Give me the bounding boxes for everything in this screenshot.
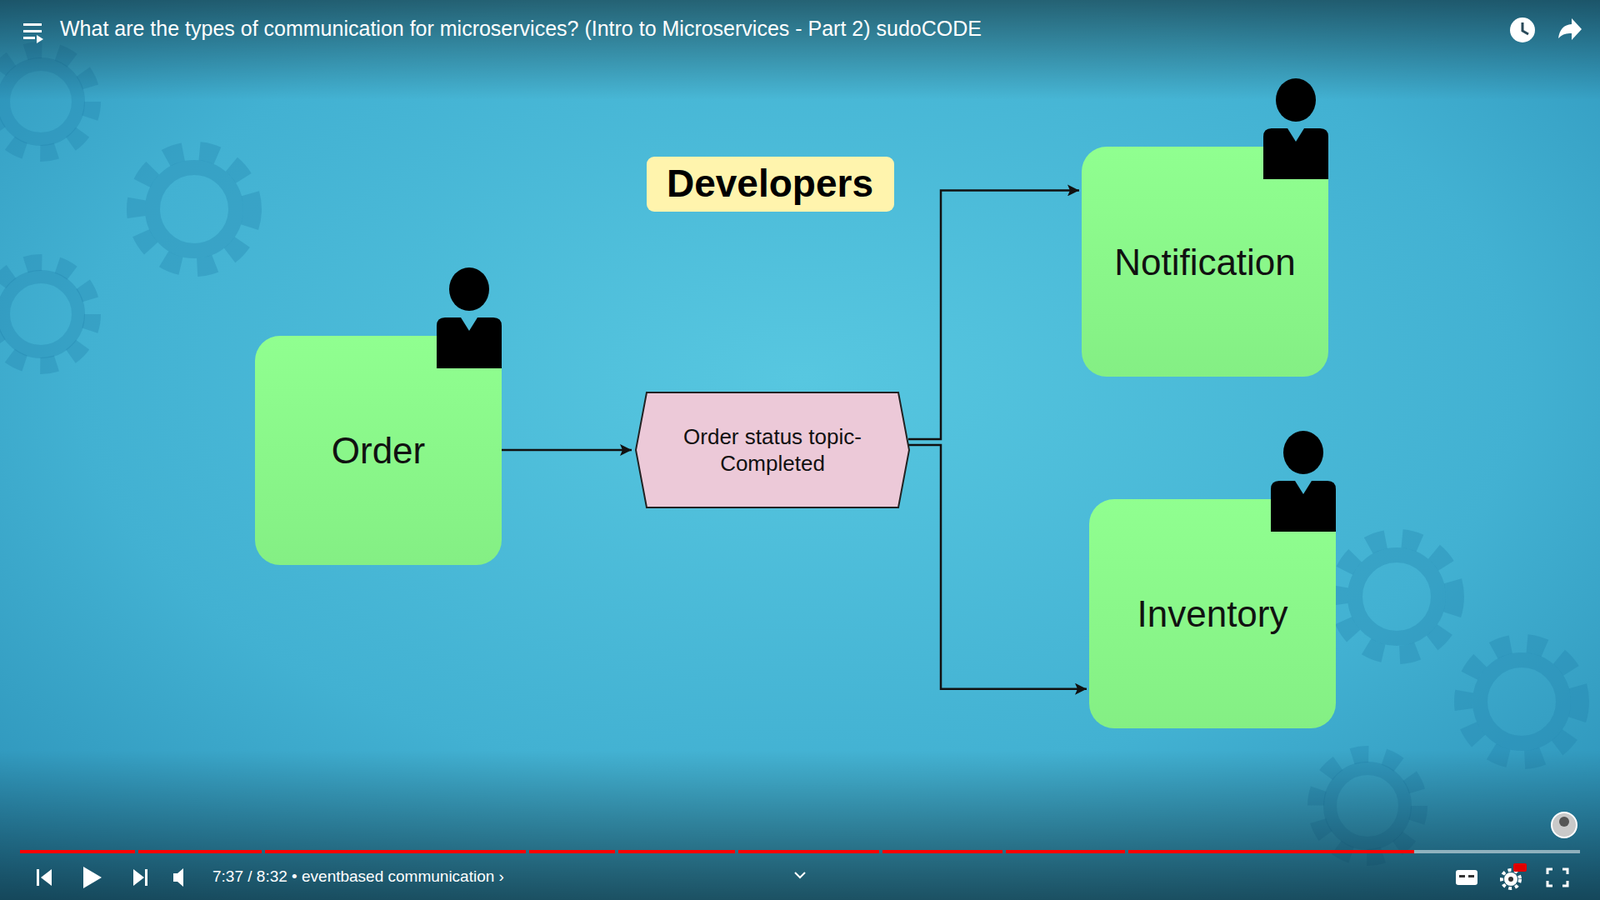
gear-decoration — [0, 50, 1580, 858]
service-name: Order — [331, 427, 425, 474]
connector-arrow — [908, 445, 1087, 690]
share-icon — [1558, 18, 1582, 40]
watch-later-icon — [1510, 17, 1535, 43]
service-box: Notification — [1081, 146, 1329, 377]
person-head — [1283, 430, 1324, 475]
progress-bar — [20, 850, 1580, 854]
person-head — [1275, 78, 1316, 122]
connector-arrow — [908, 190, 1080, 440]
top-shade — [0, 0, 1600, 100]
topic-hexagon: Order status topic- Completed — [635, 391, 910, 509]
service-box: Order — [255, 335, 502, 565]
service-name: Notification — [1114, 239, 1296, 285]
heading-badge-text: Developers — [666, 160, 874, 209]
person-icon — [436, 267, 502, 369]
topic-label: Order status topic- Completed — [668, 423, 877, 478]
person-icon — [1263, 78, 1329, 180]
service-box: Inventory — [1089, 499, 1336, 729]
video-title: What are the types of communication for … — [60, 16, 982, 41]
channel-avatar — [1559, 816, 1570, 827]
person-head — [449, 267, 490, 311]
person-body — [436, 317, 502, 369]
service-name: Inventory — [1137, 590, 1289, 637]
player-time-label: 7:37 / 8:32 • eventbased communication › — [212, 867, 505, 886]
person-icon — [1270, 430, 1336, 532]
playlist-icon — [23, 23, 44, 44]
channel-avatar — [1551, 812, 1577, 838]
person-body — [1263, 128, 1329, 180]
person-body — [1270, 480, 1336, 532]
hexagon-outline — [635, 391, 910, 509]
title-badge: Developers — [646, 156, 895, 212]
player-controls — [36, 863, 1568, 889]
hexagon-shape — [635, 392, 910, 508]
connector-arrow — [501, 449, 632, 452]
bottom-shade — [0, 750, 1600, 900]
